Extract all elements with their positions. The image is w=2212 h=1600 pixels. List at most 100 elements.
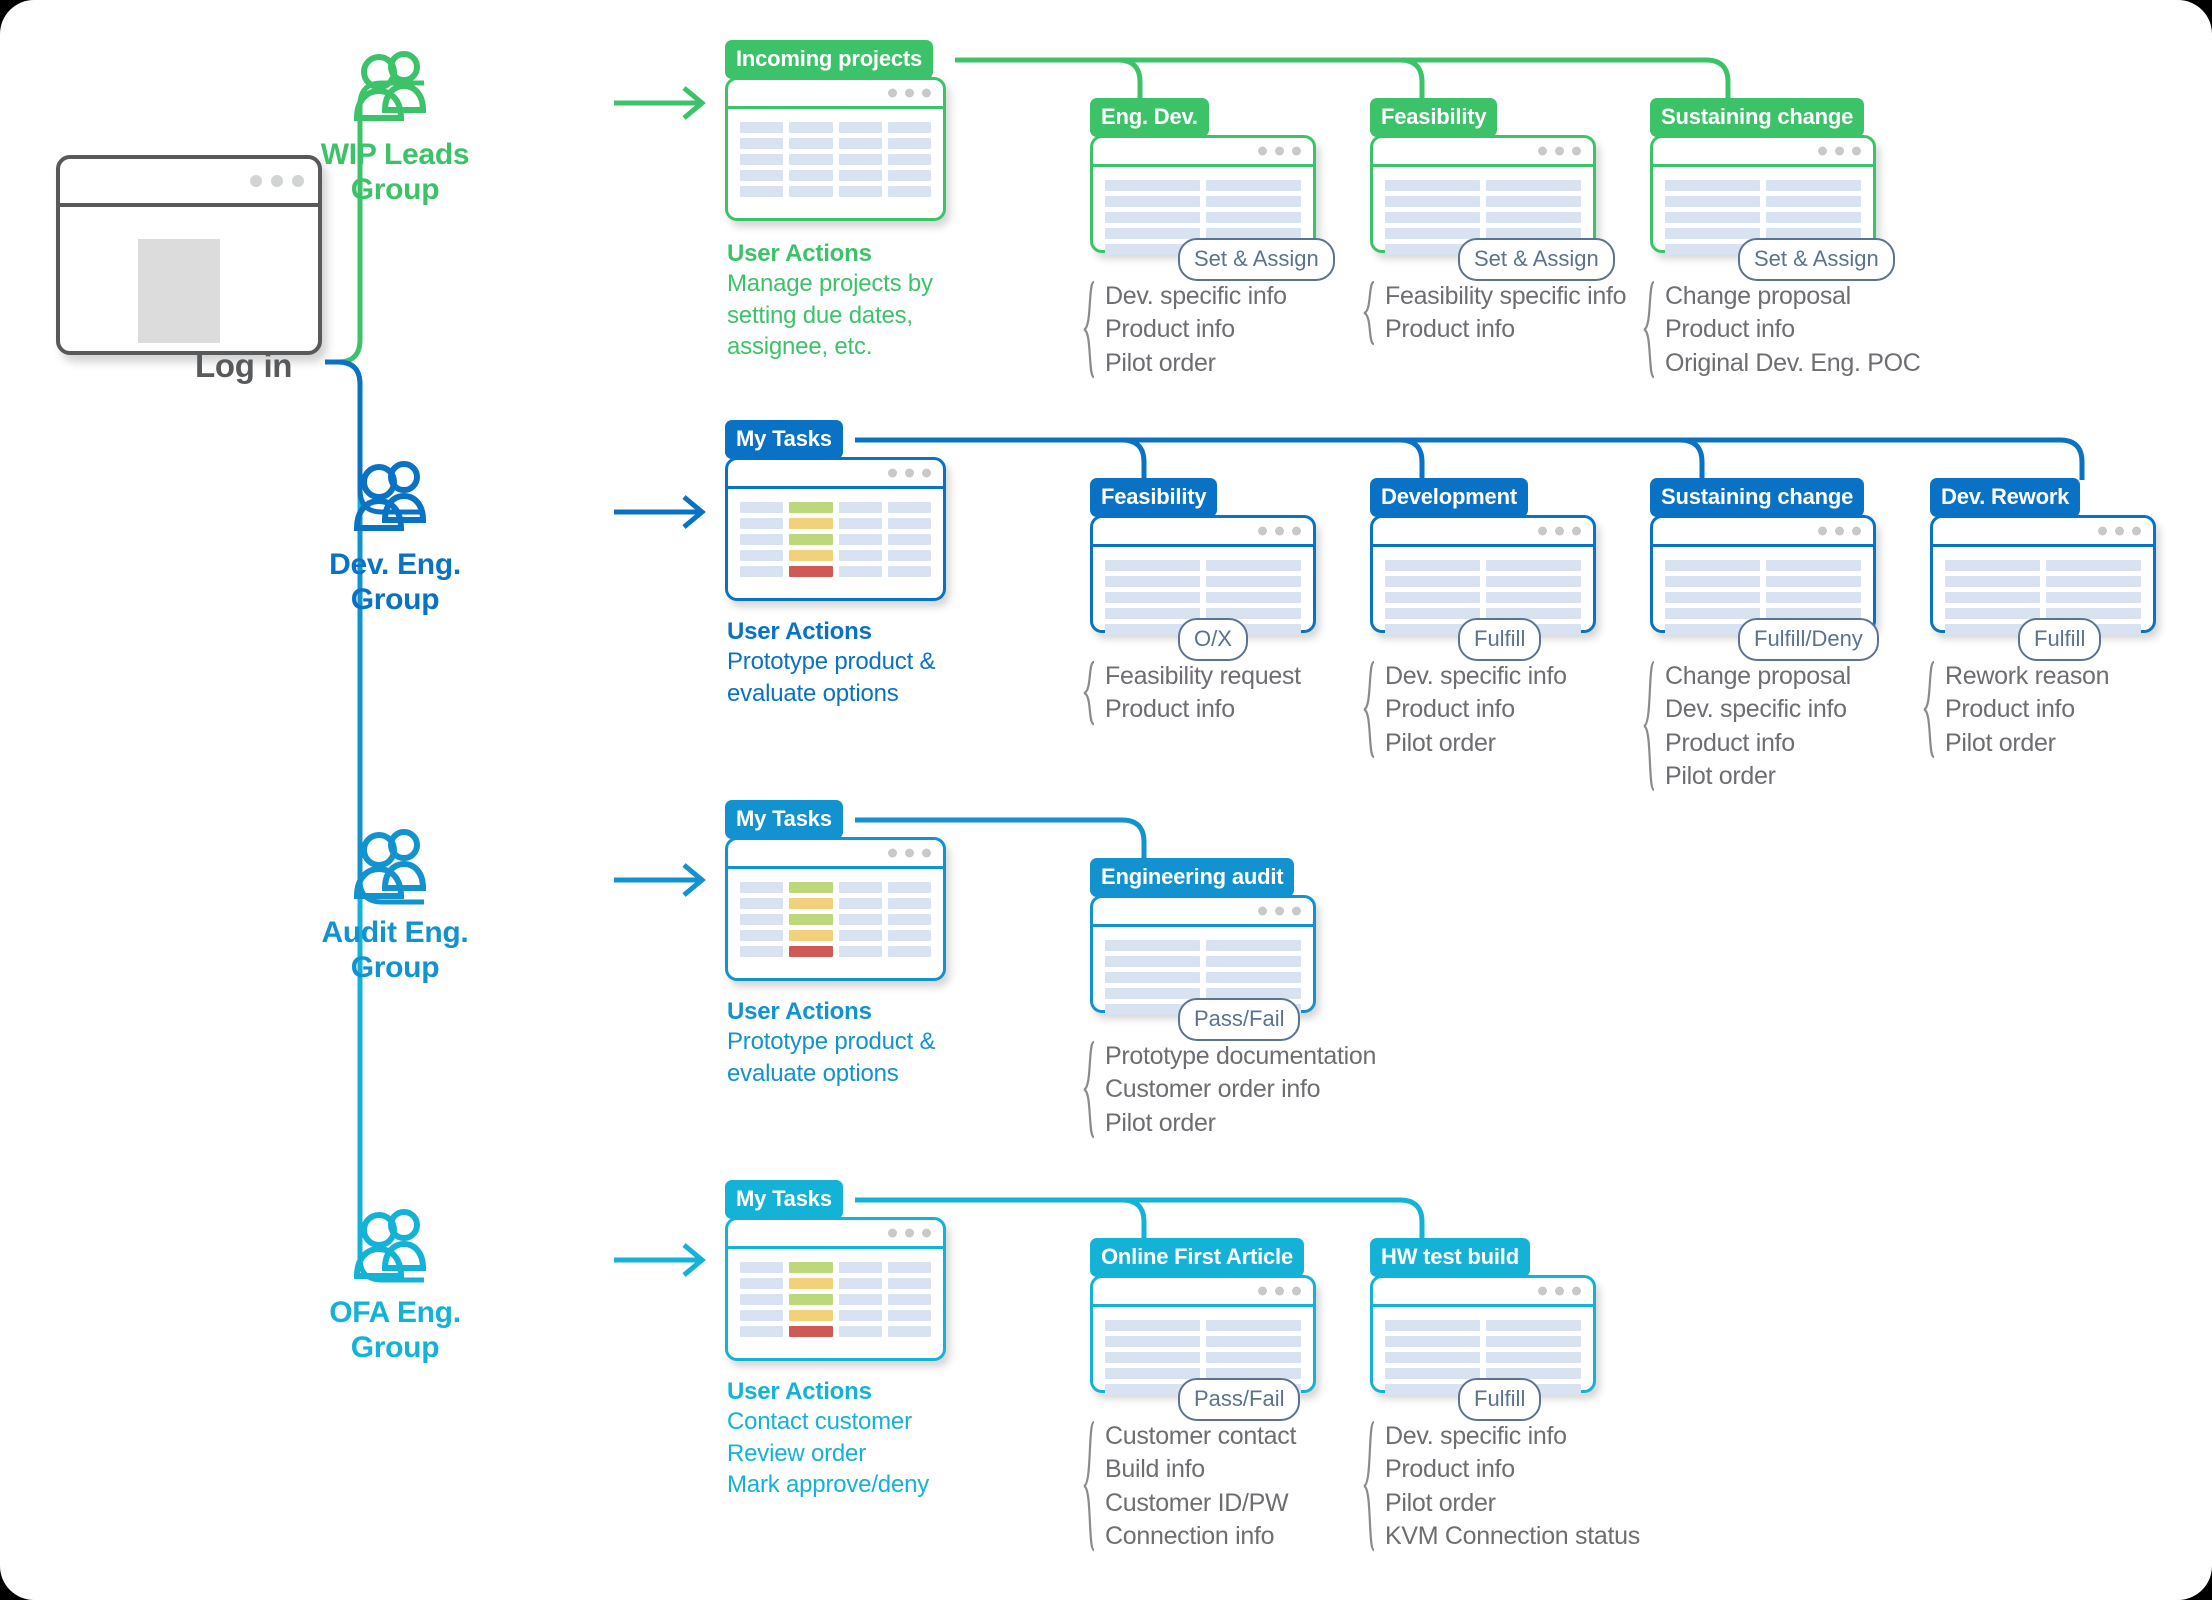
- stage-window[interactable]: [1370, 515, 1596, 635]
- table-cell: [887, 1278, 931, 1289]
- status-cell: [789, 534, 833, 545]
- action-pill[interactable]: O/X: [1178, 618, 1248, 661]
- window-titlebar: [1373, 1278, 1593, 1307]
- table-cell: [838, 1310, 882, 1321]
- table-cell: [740, 502, 784, 513]
- list-item: Dev. specific info: [1385, 1422, 1567, 1450]
- list-item: Product info: [1385, 695, 1515, 724]
- stage-window[interactable]: [1650, 515, 1876, 635]
- table-cell: [740, 898, 784, 909]
- action-pill[interactable]: Fulfill: [1458, 618, 1542, 661]
- action-pill[interactable]: Pass/Fail: [1178, 1378, 1301, 1421]
- table-row: [1385, 196, 1581, 207]
- stage-window[interactable]: [1370, 135, 1596, 255]
- table-cell: [1766, 560, 1861, 571]
- stage-window[interactable]: [1930, 515, 2156, 635]
- window-dots-icon: [1258, 906, 1301, 916]
- card-tag[interactable]: Eng. Dev.: [1090, 98, 1209, 137]
- table-cell: [1206, 560, 1301, 571]
- table-cell: [887, 1262, 931, 1273]
- table-cell: [1206, 180, 1301, 191]
- card-tag[interactable]: My Tasks: [725, 800, 843, 839]
- primary-window[interactable]: [725, 837, 946, 981]
- curly-brace-icon: [1363, 1420, 1376, 1552]
- stage-window[interactable]: [1090, 515, 1316, 635]
- table-cell: [1206, 1352, 1301, 1363]
- table-row: [740, 518, 931, 529]
- table-cell: [1105, 576, 1200, 587]
- table-cell: [740, 186, 784, 197]
- primary-window[interactable]: [725, 77, 946, 221]
- action-pill[interactable]: Fulfill: [2018, 618, 2102, 661]
- action-pill[interactable]: Set & Assign: [1458, 238, 1615, 281]
- group-0[interactable]: WIP Leads Group: [260, 50, 530, 208]
- table-cell: [1206, 956, 1301, 967]
- table-cell: [1945, 624, 2040, 635]
- stage-window[interactable]: [1090, 1275, 1316, 1395]
- window-titlebar: [1093, 898, 1313, 927]
- list-item: Original Dev. Eng. POC: [1665, 348, 1921, 377]
- card-tag[interactable]: Online First Article: [1090, 1238, 1305, 1277]
- list-item: Product info: [1665, 728, 1795, 757]
- table-cell: [1665, 244, 1760, 255]
- action-pill[interactable]: Fulfill/Deny: [1738, 618, 1879, 661]
- table-cell: [1385, 228, 1480, 239]
- table-cell: [887, 898, 931, 909]
- table-cell: [740, 518, 784, 529]
- window-dots-icon: [1818, 526, 1861, 536]
- window-table: [1093, 167, 1313, 267]
- table-row: [1385, 1352, 1581, 1363]
- stage-window[interactable]: [1650, 135, 1876, 255]
- table-cell: [789, 138, 833, 149]
- stage-window[interactable]: [1090, 135, 1316, 255]
- card-tag[interactable]: Feasibility: [1090, 478, 1218, 517]
- list-item: Change proposal: [1665, 662, 1851, 690]
- stage-card-2-0: Engineering audit: [1090, 858, 1316, 1015]
- list-item: Pilot order: [1665, 761, 1776, 790]
- status-cell: [789, 550, 833, 561]
- card-tag[interactable]: Incoming projects: [725, 40, 934, 79]
- window-dots-icon: [888, 468, 931, 478]
- primary-window[interactable]: [725, 457, 946, 601]
- list-item: Connection info: [1105, 1521, 1275, 1550]
- card-tag[interactable]: My Tasks: [725, 1180, 843, 1219]
- card-tag[interactable]: Dev. Rework: [1930, 478, 2081, 517]
- card-tag[interactable]: Sustaining change: [1650, 478, 1865, 517]
- card-tag[interactable]: HW test build: [1370, 1238, 1530, 1277]
- action-pill[interactable]: Fulfill: [1458, 1378, 1542, 1421]
- table-row: [1105, 576, 1301, 587]
- table-cell: [1486, 196, 1581, 207]
- action-pill[interactable]: Set & Assign: [1178, 238, 1335, 281]
- table-cell: [1105, 624, 1200, 635]
- primary-window[interactable]: [725, 1217, 946, 1361]
- table-cell: [887, 1294, 931, 1305]
- table-row: [1105, 560, 1301, 571]
- card-tag[interactable]: Sustaining change: [1650, 98, 1865, 137]
- login-label: Log in: [195, 347, 293, 384]
- action-pill[interactable]: Set & Assign: [1738, 238, 1895, 281]
- table-cell: [838, 550, 882, 561]
- group-label-line1: OFA Eng.: [329, 1296, 461, 1329]
- curly-brace-icon: [1083, 660, 1095, 726]
- group-2[interactable]: Audit Eng. Group: [260, 828, 530, 986]
- card-tag[interactable]: Development: [1370, 478, 1528, 517]
- card-tag[interactable]: Engineering audit: [1090, 858, 1295, 897]
- table-cell: [1385, 180, 1480, 191]
- table-row: [1385, 560, 1581, 571]
- table-row: [1665, 608, 1861, 619]
- card-tag[interactable]: Feasibility: [1370, 98, 1498, 137]
- table-cell: [1206, 228, 1301, 239]
- table-cell: [1206, 972, 1301, 983]
- group-1[interactable]: Dev. Eng. Group: [260, 460, 530, 618]
- card-tag[interactable]: My Tasks: [725, 420, 843, 459]
- table-cell: [887, 946, 931, 957]
- group-3[interactable]: OFA Eng. Group: [260, 1208, 530, 1366]
- user-action-line: Review order: [727, 1439, 866, 1467]
- list-item: Rework reason: [1945, 662, 2110, 690]
- stage-window[interactable]: [1370, 1275, 1596, 1395]
- stage-window[interactable]: [1090, 895, 1316, 1015]
- action-pill[interactable]: Pass/Fail: [1178, 998, 1301, 1041]
